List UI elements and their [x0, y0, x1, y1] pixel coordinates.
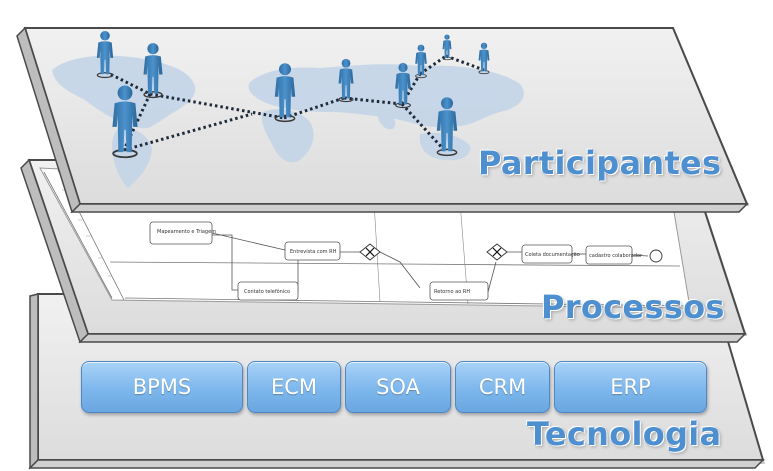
task-label: Contato telefônico — [244, 288, 290, 295]
task-label: cadastro colaborador — [589, 253, 643, 259]
task-label: Coleta documentação — [525, 252, 580, 258]
soa-button[interactable]: SOA — [345, 361, 451, 413]
gateway-icon — [359, 243, 381, 261]
task-box — [585, 245, 633, 265]
task-box — [237, 281, 299, 301]
soa-label: SOA — [376, 375, 420, 399]
task-box — [284, 241, 341, 261]
crm-label: CRM — [478, 375, 527, 399]
task-label: Mapeamento e Triagem — [157, 229, 216, 235]
crm-button[interactable]: CRM — [455, 361, 550, 413]
ecm-button[interactable]: ECM — [247, 361, 341, 413]
task-label: Retorno ao RH — [434, 289, 470, 295]
participantes-layer — [16, 26, 749, 214]
task-box — [149, 221, 213, 245]
erp-label: ERP — [610, 375, 651, 399]
participantes-title: Participantes — [478, 144, 722, 182]
tecnologia-title: Tecnologia — [527, 415, 722, 453]
processos-title: Processos — [541, 288, 725, 326]
bpms-label: BPMS — [132, 375, 192, 399]
task-box — [429, 281, 489, 301]
erp-button[interactable]: ERP — [554, 361, 707, 413]
end-event-icon — [649, 249, 663, 263]
task-box — [521, 244, 573, 264]
bpms-button[interactable]: BPMS — [81, 361, 243, 413]
ecm-label: ECM — [270, 375, 318, 399]
task-label: Entrevista com RH — [290, 249, 337, 255]
gateway-icon — [486, 243, 508, 261]
